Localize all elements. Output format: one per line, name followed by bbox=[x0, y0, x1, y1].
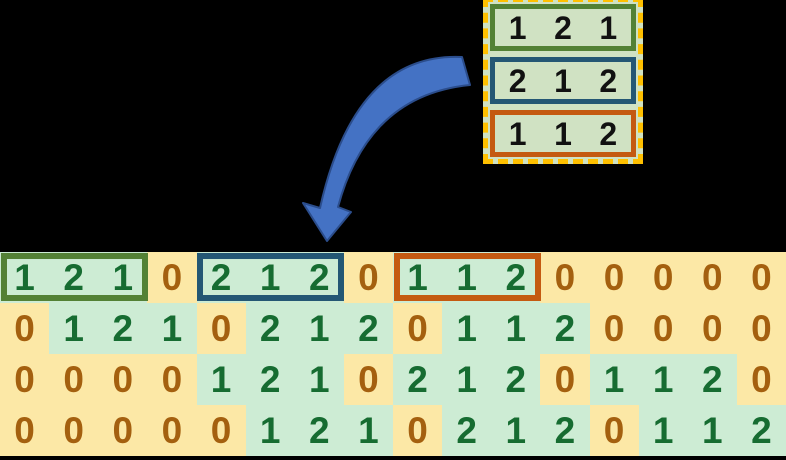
matrix-cell-r4-c7: 2 bbox=[294, 405, 344, 456]
matrix-cell-r1-c14: 0 bbox=[638, 252, 688, 303]
matrix-cell-r2-c11: 1 bbox=[491, 303, 541, 354]
matrix-cell-r3-c1: 0 bbox=[0, 354, 50, 405]
highlight-box-blue bbox=[197, 253, 345, 301]
matrix-cell-r4-c13: 0 bbox=[589, 405, 639, 456]
matrix-cell-r1-c4: 0 bbox=[147, 252, 197, 303]
matrix-cell-r1-c15: 0 bbox=[687, 252, 737, 303]
matrix-cell-r1-c1: 1 bbox=[0, 252, 50, 303]
matrix-cell-r4-c3: 0 bbox=[98, 405, 148, 456]
matrix-cell-r2-c2: 1 bbox=[49, 303, 99, 354]
matrix-cell-r1-c11: 2 bbox=[491, 252, 541, 303]
matrix-cell-r3-c13: 1 bbox=[589, 354, 639, 405]
matrix-cell-r3-c10: 1 bbox=[442, 354, 492, 405]
matrix-cell-r2-c9: 0 bbox=[393, 303, 443, 354]
matrix-cell-r1-c12: 0 bbox=[540, 252, 590, 303]
matrix-cell-r2-c6: 2 bbox=[245, 303, 295, 354]
matrix-cell-r1-c6: 1 bbox=[245, 252, 295, 303]
matrix-cell-r1-c8: 0 bbox=[343, 252, 393, 303]
matrix-cell-r4-c8: 1 bbox=[343, 405, 393, 456]
matrix-cell-r4-c2: 0 bbox=[49, 405, 99, 456]
matrix-cell-r2-c16: 0 bbox=[736, 303, 786, 354]
matrix-cell-r1-c2: 2 bbox=[49, 252, 99, 303]
kernel-value: 1 bbox=[508, 115, 527, 152]
matrix-cell-r1-c16: 0 bbox=[736, 252, 786, 303]
matrix-cell-r3-c2: 0 bbox=[49, 354, 99, 405]
matrix-cell-r2-c3: 2 bbox=[98, 303, 148, 354]
matrix-cell-r2-c4: 1 bbox=[147, 303, 197, 354]
matrix-cell-r4-c15: 1 bbox=[687, 405, 737, 456]
matrix-cell-r3-c4: 0 bbox=[147, 354, 197, 405]
matrix-cell-r4-c16: 2 bbox=[736, 405, 786, 456]
matrix-cell-r1-c10: 1 bbox=[442, 252, 492, 303]
matrix-cell-r1-c13: 0 bbox=[589, 252, 639, 303]
matrix-cell-r4-c11: 1 bbox=[491, 405, 541, 456]
kernel-value: 2 bbox=[554, 9, 572, 46]
matrix-cell-r2-c13: 0 bbox=[589, 303, 639, 354]
matrix-cell-r1-c3: 1 bbox=[98, 252, 148, 303]
matrix-cell-r4-c1: 0 bbox=[0, 405, 50, 456]
highlight-box-orange bbox=[393, 253, 541, 301]
matrix-cell-r3-c6: 2 bbox=[245, 354, 295, 405]
matrix-cell-r3-c3: 0 bbox=[98, 354, 148, 405]
matrix-cell-r4-c9: 0 bbox=[393, 405, 443, 456]
matrix-cell-r3-c8: 0 bbox=[343, 354, 393, 405]
matrix-cell-r2-c8: 2 bbox=[343, 303, 393, 354]
highlight-box-green bbox=[0, 253, 148, 301]
kernel-value: 1 bbox=[554, 62, 572, 99]
matrix-cell-r3-c12: 0 bbox=[540, 354, 590, 405]
matrix-cell-r4-c14: 1 bbox=[638, 405, 688, 456]
kernel-value: 1 bbox=[599, 9, 618, 46]
matrix-cell-r4-c10: 2 bbox=[442, 405, 492, 456]
matrix-cell-r3-c9: 2 bbox=[393, 354, 443, 405]
kernel-value: 1 bbox=[554, 115, 572, 152]
matrix-cell-r2-c10: 1 bbox=[442, 303, 492, 354]
matrix-cell-r2-c14: 0 bbox=[638, 303, 688, 354]
kernel-value: 2 bbox=[599, 62, 618, 99]
matrix-cell-r2-c7: 1 bbox=[294, 303, 344, 354]
matrix-cell-r4-c12: 2 bbox=[540, 405, 590, 456]
matrix-cell-r1-c7: 2 bbox=[294, 252, 344, 303]
matrix-cell-r4-c5: 0 bbox=[196, 405, 246, 456]
matrix-cell-r2-c15: 0 bbox=[687, 303, 737, 354]
matrix-cell-r3-c7: 1 bbox=[294, 354, 344, 405]
matrix-cell-r3-c14: 1 bbox=[638, 354, 688, 405]
matrix-cell-r3-c16: 0 bbox=[736, 354, 786, 405]
matrix-cell-r3-c11: 2 bbox=[491, 354, 541, 405]
matrix-cell-r2-c5: 0 bbox=[196, 303, 246, 354]
kernel-value: 1 bbox=[508, 9, 527, 46]
matrix-cell-r3-c15: 2 bbox=[687, 354, 737, 405]
matrix-cell-r4-c4: 0 bbox=[147, 405, 197, 456]
matrix-cell-r1-c9: 1 bbox=[393, 252, 443, 303]
matrix-cell-r2-c12: 2 bbox=[540, 303, 590, 354]
matrix-cell-r1-c5: 2 bbox=[196, 252, 246, 303]
kernel-value: 2 bbox=[599, 115, 618, 152]
matrix-cell-r4-c6: 1 bbox=[245, 405, 295, 456]
matrix-cell-r2-c1: 0 bbox=[0, 303, 50, 354]
matrix-cell-r3-c5: 1 bbox=[196, 354, 246, 405]
kernel-value: 2 bbox=[508, 62, 527, 99]
